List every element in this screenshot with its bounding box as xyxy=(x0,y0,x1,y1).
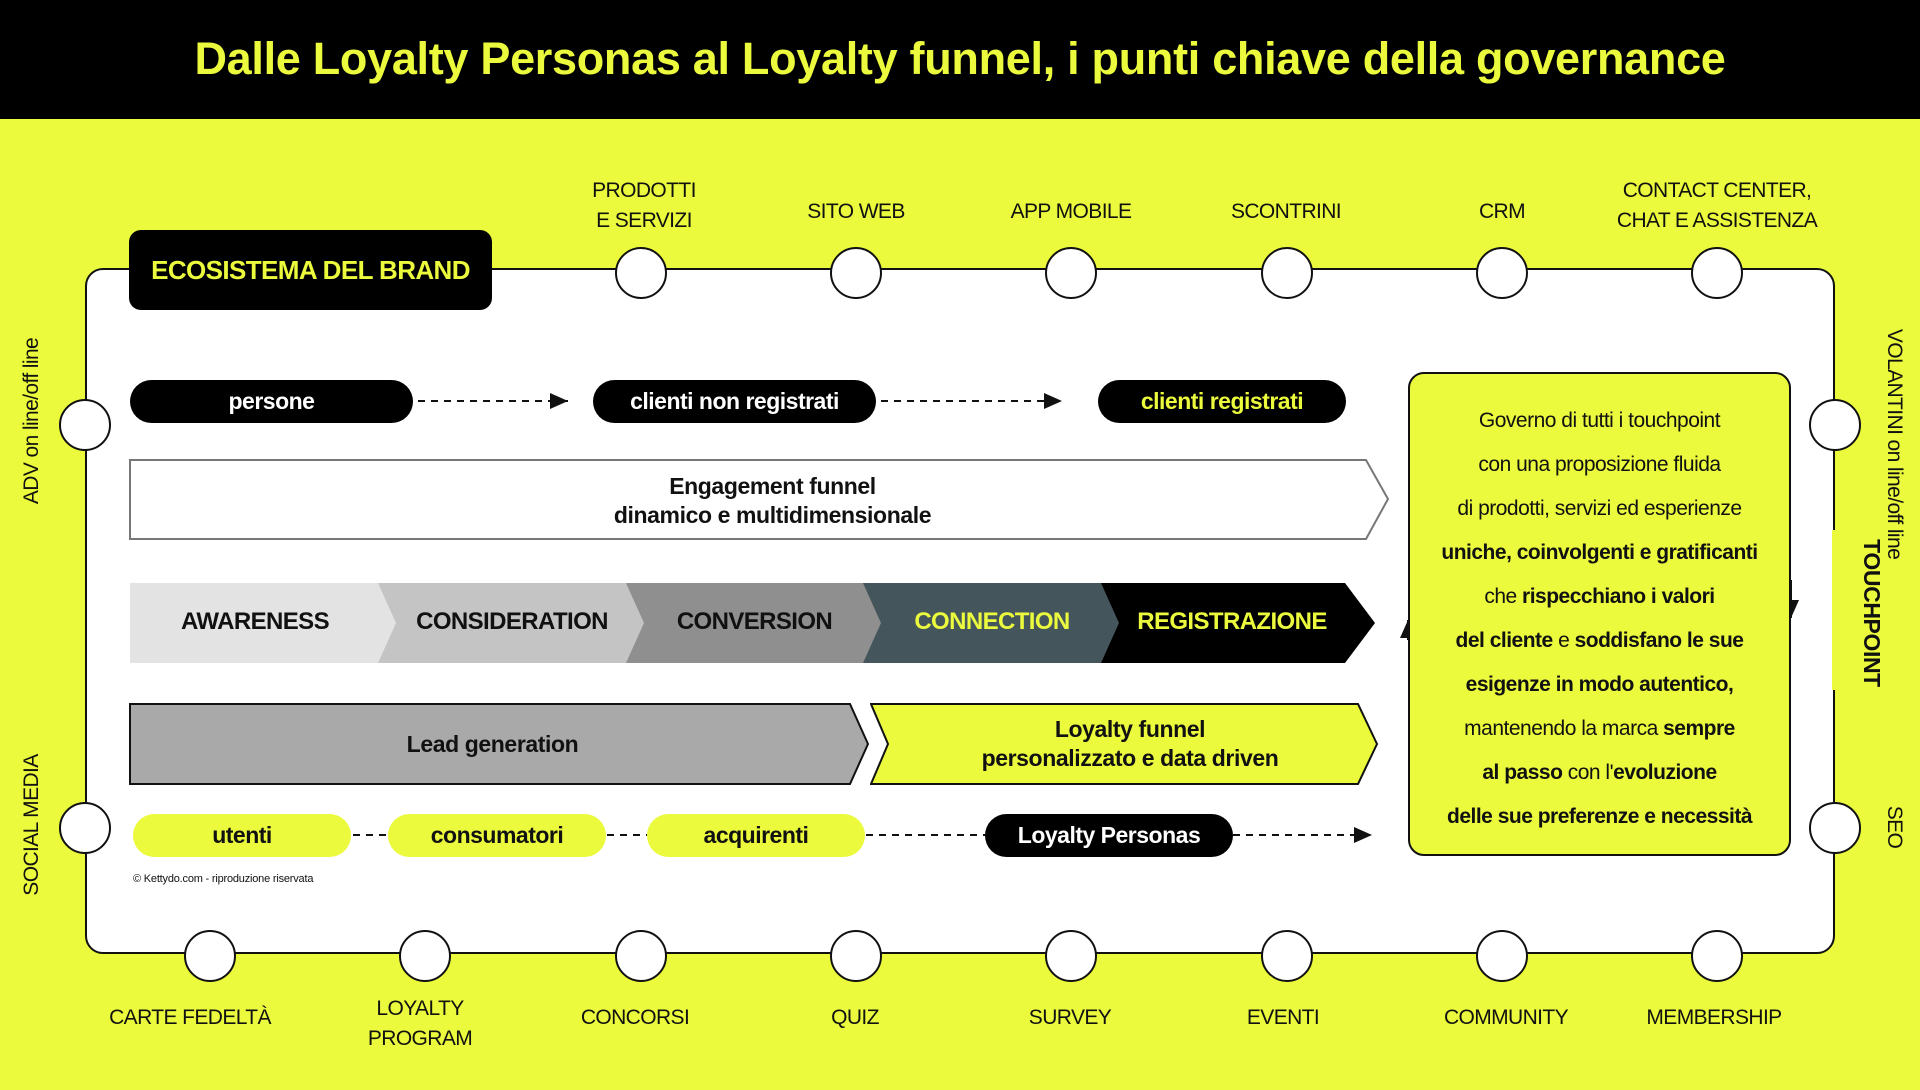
funnel-stage-label: CONSIDERATION xyxy=(416,608,608,635)
touchpoint-label-scontrini: SCONTRINI xyxy=(1230,200,1342,223)
governance-text-line: del cliente e soddisfano le sue xyxy=(1455,629,1744,652)
touchpoint-node xyxy=(615,247,667,299)
audience-pill-clienti-non-registrati: clienti non registrati xyxy=(593,380,876,423)
loyalty-funnel-shape xyxy=(870,703,1379,785)
touchpoint-label-membership: MEMBERSHIP xyxy=(1646,1006,1782,1029)
governance-text-line: di prodotti, servizi ed esperienze xyxy=(1457,497,1742,520)
funnel-stage-awareness xyxy=(130,583,398,663)
touchpoint-node xyxy=(1476,930,1528,982)
touchpoint-label-app-mobile: APP MOBILE xyxy=(1010,200,1132,223)
touchpoint-node xyxy=(1261,930,1313,982)
touchpoint-node xyxy=(59,399,111,451)
touchpoint-node xyxy=(59,802,111,854)
touchpoint-node xyxy=(399,930,451,982)
touchpoint-node xyxy=(1691,930,1743,982)
funnel-stage-label: AWARENESS xyxy=(181,608,330,635)
loyalty-funnel-label: Loyalty funnel personalizzato e data dri… xyxy=(981,716,1279,771)
touchpoint-side-label-bg xyxy=(1832,530,1856,690)
touchpoint-label-survey: SURVEY xyxy=(1028,1006,1112,1029)
audience-pill-persone: persone xyxy=(130,380,413,423)
touchpoint-node xyxy=(1045,930,1097,982)
governance-text-line: al passo con l'evoluzione xyxy=(1482,761,1717,784)
governance-text-line: con una proposizione fluida xyxy=(1478,453,1721,476)
touchpoint-node xyxy=(1691,247,1743,299)
touchpoint-label-carte-fedelta: CARTE FEDELTÀ xyxy=(109,1006,271,1029)
funnel-stage-connection xyxy=(863,583,1121,663)
segment-pill-utenti: utenti xyxy=(133,814,351,857)
touchpoint-node xyxy=(830,247,882,299)
governance-text-line: mantenendo la marca sempre xyxy=(1464,717,1735,740)
touchpoint-node xyxy=(1476,247,1528,299)
touchpoint-node xyxy=(1261,247,1313,299)
lead-generation-shape xyxy=(129,703,870,785)
touchpoint-node xyxy=(1809,802,1861,854)
governance-text-line: uniche, coinvolgenti e gratificanti xyxy=(1441,541,1758,564)
lead-generation-label: Lead generation xyxy=(406,730,579,757)
funnel-stage-label: CONVERSION xyxy=(676,608,833,635)
brand-ecosystem-label: ECOSISTEMA DEL BRAND xyxy=(129,230,492,310)
funnel-stage-registrazione xyxy=(1101,583,1375,663)
header-bar: Dalle Loyalty Personas al Loyalty funnel… xyxy=(0,0,1920,119)
touchpoint-node xyxy=(830,930,882,982)
funnel-stages xyxy=(130,583,1375,663)
touchpoint-side-label: TOUCHPOINT xyxy=(1859,539,1885,687)
funnel-stage-labels: AWARENESS CONSIDERATION CONVERSION CONNECTI… xyxy=(130,583,1375,663)
funnel-stage-label: CONNECTION xyxy=(914,608,1070,635)
touchpoint-label-quiz: QUIZ xyxy=(831,1006,879,1029)
audience-pill-clienti-registrati: clienti registrati xyxy=(1098,380,1346,423)
segment-pill-loyalty-personas: Loyalty Personas xyxy=(985,814,1233,857)
governance-text-line: delle sue preferenze e necessità xyxy=(1447,805,1753,828)
governance-text-line: esigenze in modo autentico, xyxy=(1465,673,1734,696)
governance-text-line: che rispecchiano i valori xyxy=(1484,585,1715,608)
engagement-funnel-shape xyxy=(129,459,1390,540)
funnel-stage-conversion xyxy=(626,583,883,663)
touchpoint-node xyxy=(1809,399,1861,451)
page-title: Dalle Loyalty Personas al Loyalty funnel… xyxy=(194,32,1726,84)
touchpoint-label-eventi: EVENTI xyxy=(1246,1006,1320,1029)
funnel-stage-label: REGISTRAZIONE xyxy=(1137,608,1327,635)
touchpoint-node xyxy=(1045,247,1097,299)
segment-pill-consumatori: consumatori xyxy=(388,814,606,857)
touchpoint-node xyxy=(615,930,667,982)
segment-pill-acquirenti: acquirenti xyxy=(647,814,865,857)
copyright-note: © Kettydo.com - riproduzione riservata xyxy=(133,873,314,885)
touchpoint-label-concorsi: CONCORSI xyxy=(580,1006,690,1029)
governance-text-line: Governo di tutti i touchpoint xyxy=(1478,409,1721,432)
touchpoint-label-crm: CRM xyxy=(1478,200,1526,223)
touchpoint-label-contact-center: CONTACT CENTER,CHAT E ASSISTENZA xyxy=(1616,179,1818,232)
touchpoint-governance-box: Governo di tutti i touchpoint con una pro… xyxy=(1408,372,1791,856)
funnel-stage-consideration xyxy=(378,583,646,663)
touchpoint-label-sito-web: SITO WEB xyxy=(807,200,905,223)
touchpoint-label-community: COMMUNITY xyxy=(1443,1006,1569,1029)
engagement-funnel-text: Engagement funnel dinamico e multidimens… xyxy=(613,473,932,528)
touchpoint-node xyxy=(184,930,236,982)
